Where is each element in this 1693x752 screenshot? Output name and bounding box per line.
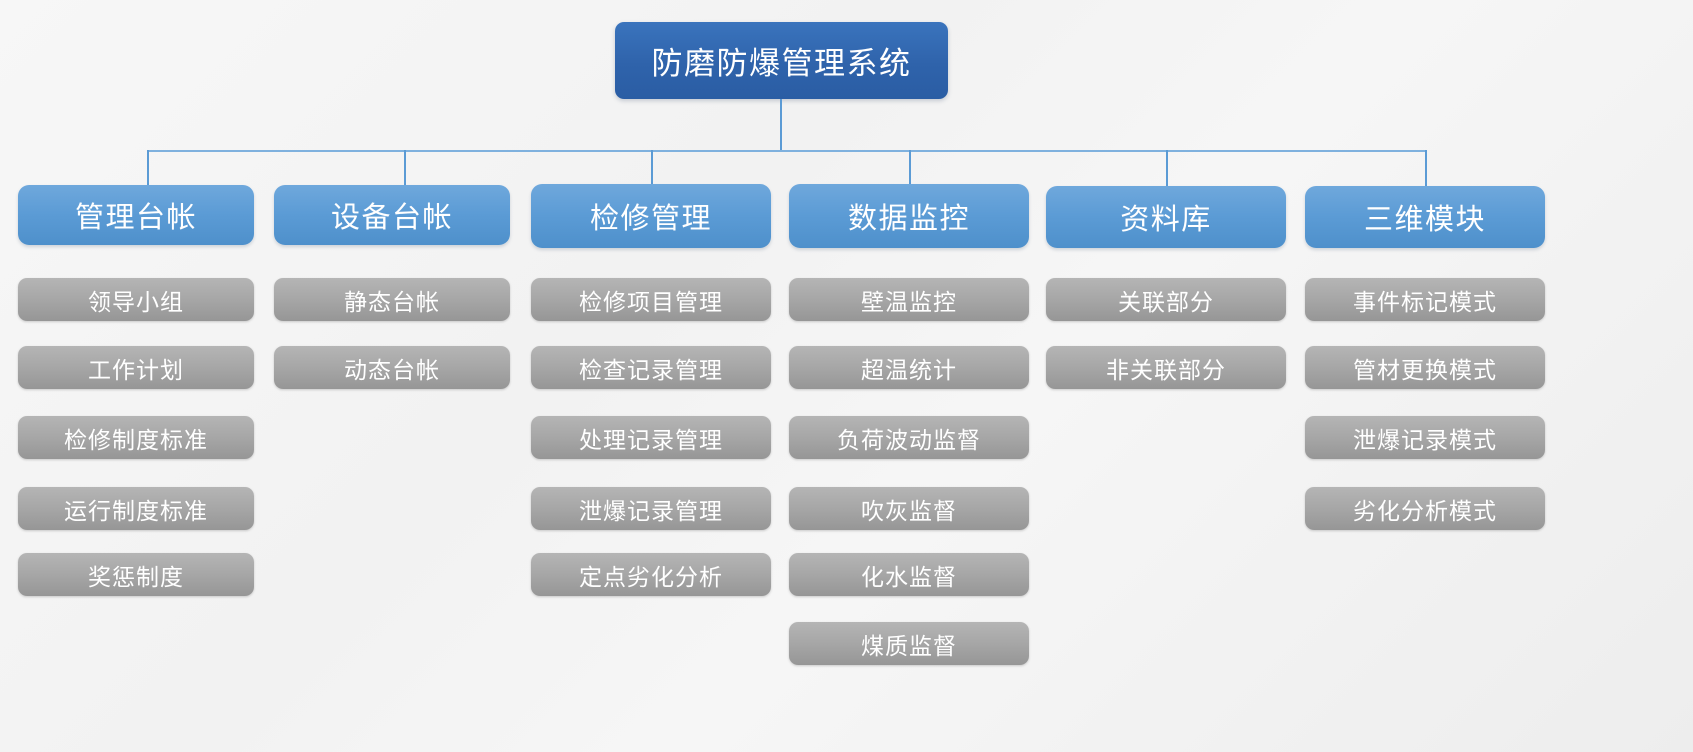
node-leaf-fei-guanlian-bufen[interactable]: 非关联部分 [1046,346,1286,389]
node-leaf-biwen-jiankong[interactable]: 壁温监控 [789,278,1029,321]
node-leaf-jianxiu-zhidu-biaozhun[interactable]: 检修制度标准 [18,416,254,459]
node-leaf-lingdao-xiaozu[interactable]: 领导小组 [18,278,254,321]
node-leaf-liehua-fenxi-moshi[interactable]: 劣化分析模式 [1305,487,1545,530]
connector-horizontal-bar [147,150,1427,152]
node-l2-sanwei-mokuai[interactable]: 三维模块 [1305,186,1545,248]
node-root-fangmo-fangbao-guanli-xitong[interactable]: 防磨防爆管理系统 [615,22,948,99]
node-leaf-fuhe-bodong-jiandu[interactable]: 负荷波动监督 [789,416,1029,459]
node-leaf-gongzuo-jihua[interactable]: 工作计划 [18,346,254,389]
node-leaf-jingtai-taizhang[interactable]: 静态台帐 [274,278,510,321]
node-leaf-dongtai-taizhang[interactable]: 动态台帐 [274,346,510,389]
connector-drop-3 [651,150,653,184]
node-l2-ziliaoku[interactable]: 资料库 [1046,186,1286,248]
node-l2-jianxiu-guanli[interactable]: 检修管理 [531,184,771,248]
node-leaf-meizhi-jiandu[interactable]: 煤质监督 [789,622,1029,665]
node-leaf-jianxiu-xiangmu-guanli[interactable]: 检修项目管理 [531,278,771,321]
connector-drop-6 [1425,150,1427,186]
connector-root-stem [780,99,782,151]
node-l2-shebei-taizhang[interactable]: 设备台帐 [274,185,510,245]
node-leaf-dingdian-liehua-fenxi[interactable]: 定点劣化分析 [531,553,771,596]
node-l2-shuju-jiankong[interactable]: 数据监控 [789,184,1029,248]
node-l2-guanli-taizhang[interactable]: 管理台帐 [18,185,254,245]
node-leaf-jiangcheng-zhidu[interactable]: 奖惩制度 [18,553,254,596]
connector-drop-2 [404,150,406,185]
node-leaf-jiancha-jilu-guanli[interactable]: 检查记录管理 [531,346,771,389]
connector-drop-4 [909,150,911,184]
connector-drop-5 [1166,150,1168,186]
node-leaf-shijian-biaoji-moshi[interactable]: 事件标记模式 [1305,278,1545,321]
node-leaf-chuihui-jiandu[interactable]: 吹灰监督 [789,487,1029,530]
node-leaf-xiebao-jilu-guanli[interactable]: 泄爆记录管理 [531,487,771,530]
node-leaf-huashui-jiandu[interactable]: 化水监督 [789,553,1029,596]
connector-drop-1 [147,150,149,185]
node-leaf-guanlian-bufen[interactable]: 关联部分 [1046,278,1286,321]
node-leaf-yunxing-zhidu-biaozhun[interactable]: 运行制度标准 [18,487,254,530]
node-leaf-xiebao-jilu-moshi[interactable]: 泄爆记录模式 [1305,416,1545,459]
node-leaf-chuli-jilu-guanli[interactable]: 处理记录管理 [531,416,771,459]
node-leaf-guancai-genghuan-moshi[interactable]: 管材更换模式 [1305,346,1545,389]
node-leaf-chaowen-tongji[interactable]: 超温统计 [789,346,1029,389]
